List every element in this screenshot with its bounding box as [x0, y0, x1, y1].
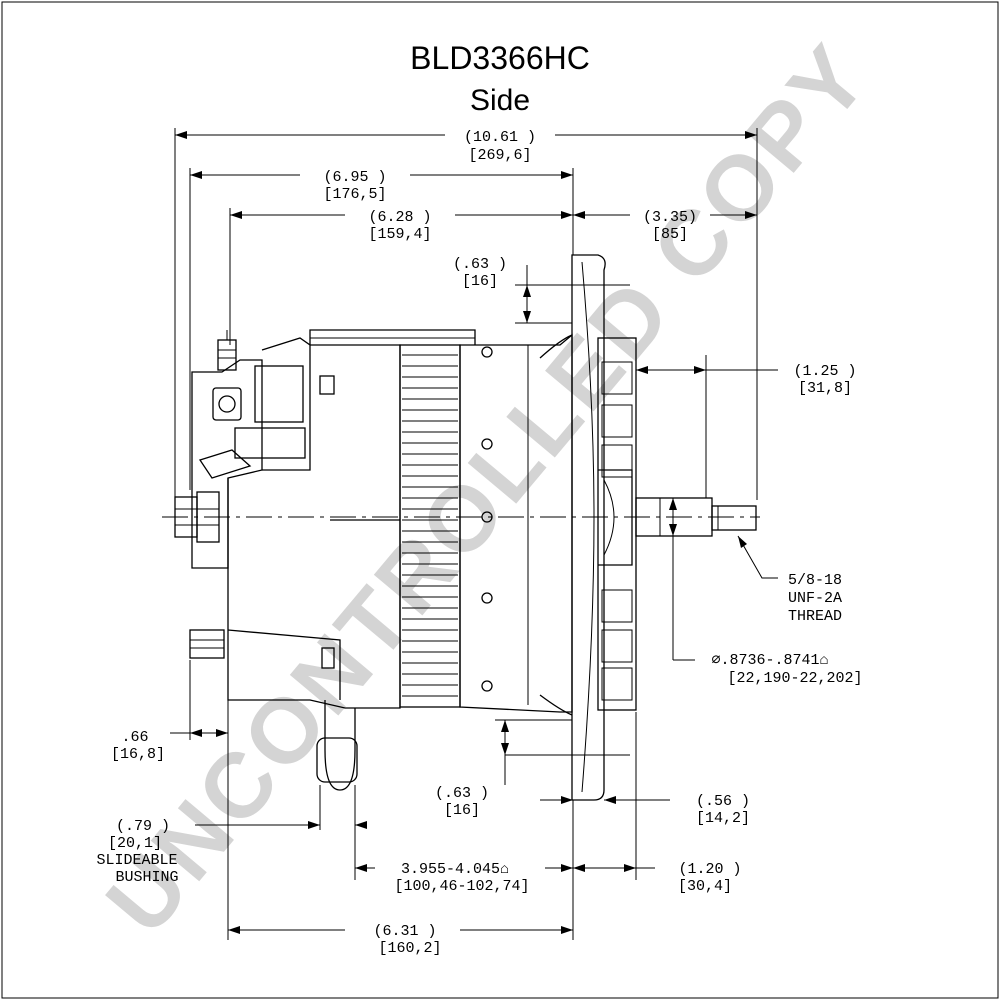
dimension-labels: (10.61 ) [269,6] (6.95 ) [176,5] (6.28 )…: [96, 129, 862, 957]
dim-shaft-dia-mm: [22,190-22,202]: [727, 670, 862, 687]
dim-631-mm: [160,2]: [378, 940, 441, 957]
dim-335-in: (3.35): [643, 209, 697, 226]
dim-overall-mm: [269,6]: [468, 147, 531, 164]
dim-mount-span-mm: [100,46-102,74]: [394, 878, 529, 895]
bushing-label-2: BUSHING: [115, 869, 178, 886]
dim-56-mm: [14,2]: [696, 810, 750, 827]
dim-120-mm: [30,4]: [678, 878, 732, 895]
dim-125-in: (1.25 ): [793, 363, 856, 380]
dim-631-in: (6.31 ): [373, 923, 436, 940]
dim-flange-bottom-mm: [16]: [444, 802, 480, 819]
dim-695-in: (6.95 ): [323, 169, 386, 186]
dim-mount-span-in: 3.955-4.045⌂: [401, 861, 509, 878]
dim-flange-top-in: (.63 ): [453, 256, 507, 273]
dim-66-mm: [16,8]: [111, 746, 165, 763]
bushing-label-1: SLIDEABLE: [96, 852, 177, 869]
dim-125-mm: [31,8]: [798, 380, 852, 397]
dim-bushing-mm: [20,1]: [108, 835, 162, 852]
dim-66-in: .66: [121, 729, 148, 746]
dim-120-in: (1.20 ): [678, 861, 741, 878]
thread-line2: UNF-2A: [788, 590, 842, 607]
dim-bushing-in: (.79 ): [116, 818, 170, 835]
drawing-title: BLD3366HC: [410, 40, 590, 76]
dim-overall-in: (10.61 ): [464, 129, 536, 146]
dimension-lines: [170, 128, 778, 940]
dim-628-mm: [159,4]: [368, 226, 431, 243]
dim-695-mm: [176,5]: [323, 186, 386, 203]
view-label: Side: [469, 84, 531, 117]
thread-line1: 5/8-18: [788, 572, 842, 589]
dim-628-in: (6.28 ): [368, 209, 431, 226]
dim-56-in: (.56 ): [696, 793, 750, 810]
dim-335-mm: [85]: [652, 226, 688, 243]
dim-flange-bottom-in: (.63 ): [435, 785, 489, 802]
alternator-outline: [162, 254, 760, 801]
thread-line3: THREAD: [788, 608, 842, 625]
dim-flange-top-mm: [16]: [462, 273, 498, 290]
dim-shaft-dia-in: ∅.8736-.8741⌂: [711, 652, 828, 669]
